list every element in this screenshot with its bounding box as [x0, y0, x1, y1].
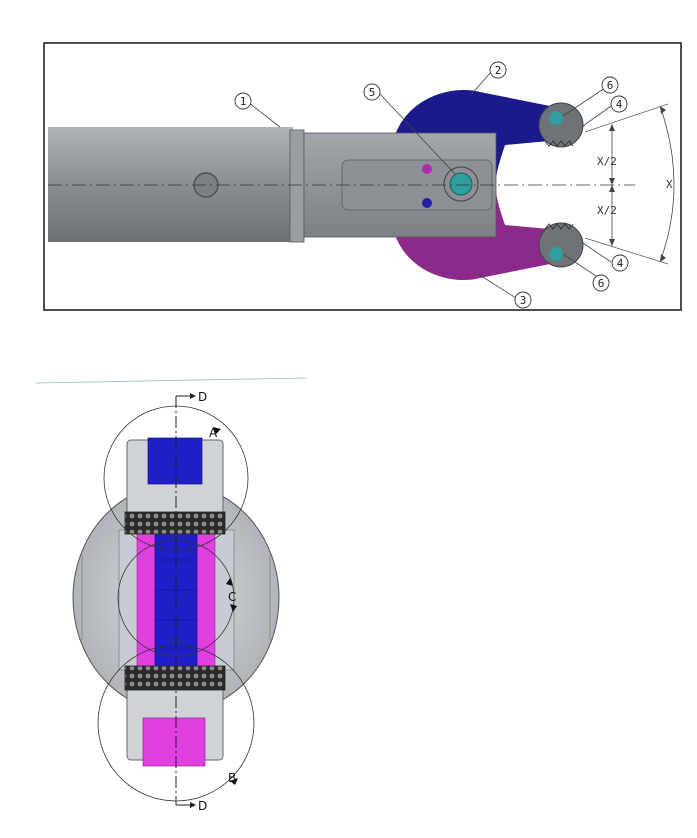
shaft — [48, 127, 293, 242]
svg-text:1: 1 — [240, 95, 247, 108]
svg-text:6: 6 — [607, 79, 614, 92]
svg-text:3: 3 — [520, 294, 527, 307]
detail-label-a: A — [209, 426, 218, 440]
svg-text:5: 5 — [369, 86, 376, 99]
callout-3: 3 — [514, 291, 532, 309]
dim-half-top-label: X/2 — [597, 155, 617, 168]
section-label-top: D — [198, 390, 207, 404]
upper-teeth-row — [124, 511, 226, 535]
detail-label-b: B — [228, 771, 236, 785]
pivot-ring — [443, 166, 479, 202]
section-label-bottom: D — [198, 799, 207, 813]
lower-magenta-insert — [142, 717, 206, 767]
dim-full-arc — [659, 105, 675, 263]
arrow-a — [213, 427, 221, 434]
callout-6-bottom: 6 — [592, 274, 610, 292]
lower-teeth-row — [124, 665, 226, 691]
lower-teeth — [544, 223, 574, 230]
section-arrowhead-top — [190, 393, 196, 399]
pin-blue — [422, 198, 432, 208]
callout-1: 1 — [234, 92, 252, 110]
dim-half-bottom-label: X/2 — [597, 204, 617, 217]
upper-blue-insert — [147, 437, 203, 485]
svg-text:6: 6 — [598, 277, 605, 290]
arrow-c-bottom — [230, 604, 237, 612]
dim-half-arrows — [609, 124, 615, 246]
svg-text:4: 4 — [617, 257, 624, 270]
section-view: D D A C B — [35, 377, 307, 813]
callout-2: 2 — [489, 61, 507, 79]
svg-text:4: 4 — [616, 98, 623, 111]
pin-magenta — [422, 164, 432, 174]
dim-ext-bottom — [584, 237, 669, 265]
section-arrowhead-bottom — [190, 802, 196, 808]
magenta-side-right — [196, 527, 216, 672]
callout-6-top: 6 — [601, 76, 619, 94]
shaft-collar — [289, 129, 305, 243]
magenta-side-left — [136, 527, 156, 672]
upper-gripper-head — [538, 102, 584, 148]
dim-ext-top — [584, 103, 669, 133]
top-view: X/2 X/2 X 1 2 3 4 — [43, 42, 682, 311]
upper-gripper-pin — [549, 111, 563, 125]
svg-text:2: 2 — [495, 64, 502, 77]
arrow-b — [230, 778, 238, 785]
pivot-pin — [449, 172, 473, 196]
callout-5: 5 — [363, 83, 381, 101]
lower-gripper-pin — [549, 247, 563, 261]
upper-teeth — [544, 140, 574, 147]
callout-4-top: 4 — [610, 95, 628, 113]
section-rule — [35, 377, 307, 384]
callout-4-bottom: 4 — [611, 254, 629, 272]
dim-full-label: X — [666, 178, 673, 191]
detail-label-c: C — [228, 590, 236, 604]
arrow-c-top — [226, 578, 233, 586]
